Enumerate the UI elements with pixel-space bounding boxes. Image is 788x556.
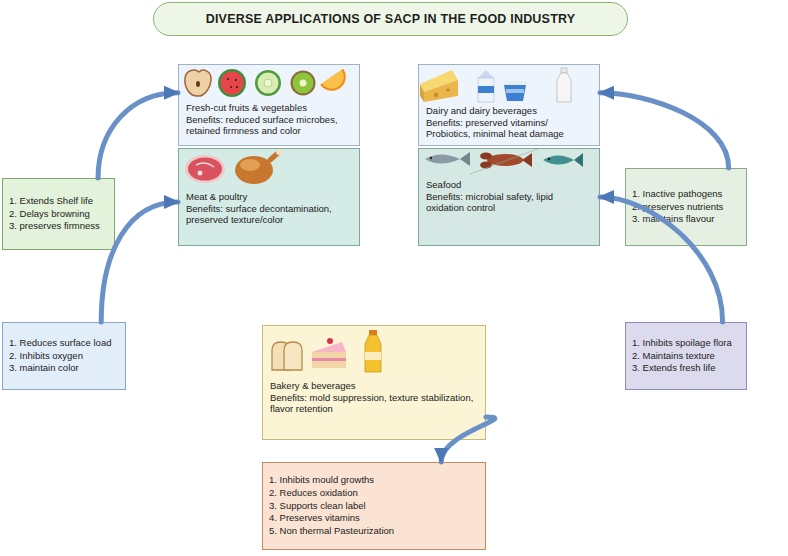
benefit-list-box: 1. Reduces surface load2. Inhibits oxyge…: [2, 322, 126, 390]
box-heading: Meat & poultry: [186, 191, 353, 202]
box-body: Benefits: microbial safety, lipid oxidat…: [426, 191, 593, 213]
cucumber-icon: [255, 70, 281, 96]
cheese-icon: [420, 70, 458, 102]
curved-arrow: [600, 93, 729, 168]
fish-icon: [425, 152, 470, 166]
list-item: 1. Inactive pathogens: [632, 188, 740, 201]
chicken-icon: [235, 149, 282, 184]
application-box: Dairy and dairy beveragesBenefits: prese…: [418, 64, 600, 146]
list-item: 2. Delays browning: [9, 208, 108, 221]
list-item: 2. Reduces oxidation: [269, 487, 479, 500]
box-heading: Seafood: [426, 179, 593, 190]
bread-icon: [272, 342, 302, 370]
list-item: 4. Preserves vitamins: [269, 512, 479, 525]
steak-icon: [185, 155, 225, 183]
box-body: Benefits: surface decontamination, prese…: [186, 203, 353, 225]
list-item: 5. Non thermal Pasteurization: [269, 525, 479, 538]
benefit-list-box: 1. Extends Shelf life2. Delays browning3…: [2, 178, 115, 250]
kiwi-icon: [291, 71, 316, 96]
milk-carton-icon: [478, 70, 494, 102]
title-banner: DIVERSE APPLICATIONS OF SACP IN THE FOOD…: [153, 2, 628, 36]
list-item: 3. Supports clean label: [269, 500, 479, 513]
box-body: Benefits: mold suppression, texture stab…: [270, 392, 479, 414]
diagram-title: DIVERSE APPLICATIONS OF SACP IN THE FOOD…: [206, 12, 576, 26]
fish-icon: [543, 153, 583, 167]
box-heading: Bakery & beverages: [270, 380, 479, 391]
application-box: Fresh-cut fruits & vegetablesBenefits: r…: [178, 64, 360, 146]
box-body: Benefits: reduced surface microbes, reta…: [186, 114, 353, 136]
orange-slice-icon: [320, 69, 351, 97]
list-item: 2. Inhibits oxygen: [9, 350, 119, 363]
list-item: 3. maintain color: [9, 362, 119, 375]
lobster-icon: [470, 148, 540, 174]
benefit-list-box: 1. Inhibits mould growths2. Reduces oxid…: [262, 462, 486, 550]
box-heading: Dairy and dairy beverages: [426, 105, 593, 116]
curved-arrow: [98, 93, 178, 178]
juice-bottle-icon: [365, 330, 381, 372]
curved-arrow: [600, 197, 723, 322]
list-item: 1. Extends Shelf life: [9, 195, 108, 208]
box-body: Benefits: preserved vitamins/ Probiotics…: [426, 117, 593, 139]
curved-arrow: [101, 202, 178, 322]
application-box: Bakery & beveragesBenefits: mold suppres…: [262, 325, 486, 440]
bottle-icon: [557, 68, 571, 102]
list-item: 2. Maintains texture: [632, 350, 740, 363]
curved-arrow: [441, 417, 495, 462]
list-item: 3. Extends fresh life: [632, 362, 740, 375]
list-item: 3. maintains flavour: [632, 213, 740, 226]
list-item: 1. Inhibits spoilage flora: [632, 337, 740, 350]
list-item: 1. Inhibits mould growths: [269, 474, 479, 487]
list-item: 1. Reduces surface load: [9, 337, 119, 350]
apple-slice-icon: [185, 70, 211, 96]
yogurt-cup-icon: [503, 81, 527, 101]
box-heading: Fresh-cut fruits & vegetables: [186, 102, 353, 113]
benefit-list-box: 1. Inactive pathogens2. preserves nutrie…: [625, 168, 747, 246]
list-item: 3. preserves firmness: [9, 220, 108, 233]
benefit-list-box: 1. Inhibits spoilage flora2. Maintains t…: [625, 322, 747, 390]
watermelon-icon: [218, 69, 246, 97]
application-box: SeafoodBenefits: microbial safety, lipid…: [418, 148, 600, 246]
list-item: 2. preserves nutrients: [632, 201, 740, 214]
application-box: Meat & poultryBenefits: surface decontam…: [178, 148, 360, 246]
cake-icon: [312, 338, 346, 368]
